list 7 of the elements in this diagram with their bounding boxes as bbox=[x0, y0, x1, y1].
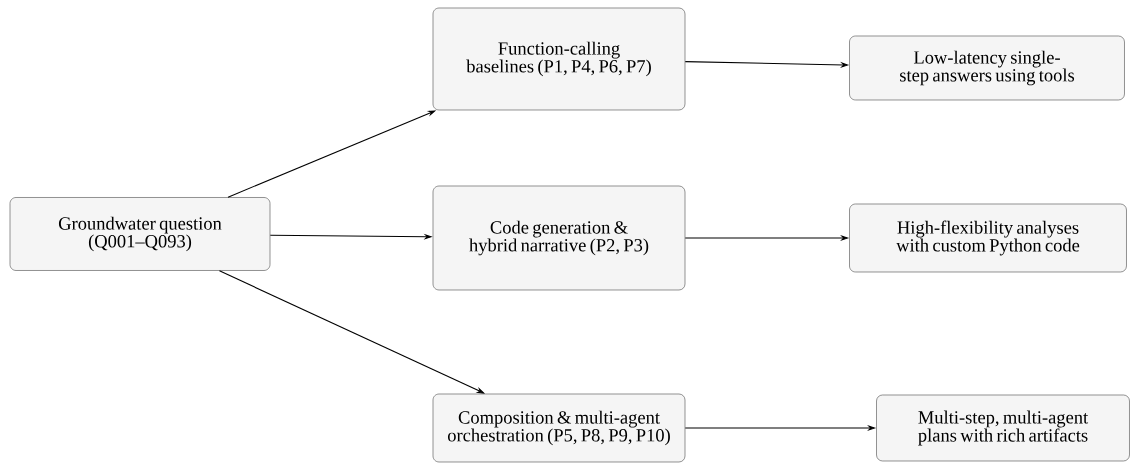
process-box: Function-calling baselines (P1, P4, P6, P7) bbox=[432, 7, 686, 111]
process-box: High-flexibility analyses with custom Python code bbox=[849, 203, 1127, 273]
process-box: Composition & multi-agent orchestration (P5, P8, P9, P10) bbox=[432, 393, 686, 463]
process-box: Low-latency single-step answers using tools bbox=[849, 35, 1125, 101]
process-box: Groundwater question (Q001–Q093) bbox=[9, 197, 271, 271]
process-box: Multi-step, multi-agent plans with rich artifacts bbox=[876, 394, 1130, 462]
process-box: Code generation & hybrid narrative (P2, P3) bbox=[432, 185, 686, 291]
